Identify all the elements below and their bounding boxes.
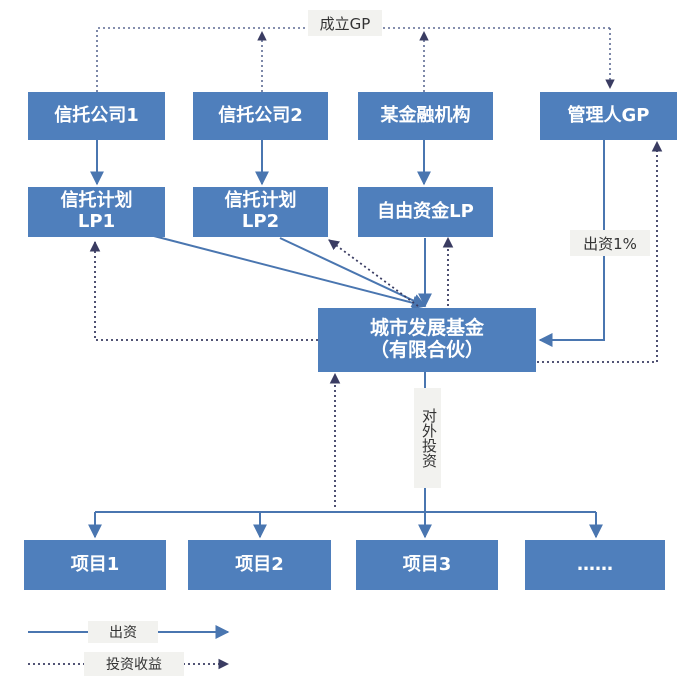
trust-company-2-box: 信托公司2 [193,92,328,140]
fund-name: 城市发展基金 [369,317,484,340]
fund-type: （有限合伙） [369,339,484,361]
trust-plan-lp2-line2: LP2 [241,211,280,232]
project-3-box: 项目3 [356,540,498,590]
external-investment-label: 对外投资 [414,388,441,488]
trust-plan-lp1-line2: LP1 [77,211,116,232]
legend-contribution-label: 出资 [88,621,158,643]
manager-gp-box: 管理人GP [540,92,677,140]
trust-company-1-box: 信托公司1 [28,92,165,140]
trust-plan-lp1-box: 信托计划 LP1 [28,187,165,237]
financial-institution-box: 某金融机构 [358,92,493,140]
trust-plan-lp2-line1: 信托计划 [224,190,297,212]
project-1-box: 项目1 [24,540,166,590]
more-projects-box: …… [525,540,665,590]
project-2-box: 项目2 [188,540,331,590]
city-development-fund-box: 城市发展基金 （有限合伙） [318,308,536,372]
investment-return-links [89,140,663,507]
self-fund-lp-box: 自由资金LP [358,187,493,237]
contribution-1pct-label: 出资1% [570,230,650,256]
establish-gp-links [96,27,615,92]
legend-investment-return-label: 投资收益 [84,652,184,676]
establish-gp-label: 成立GP [308,10,382,36]
trust-plan-lp2-box: 信托计划 LP2 [193,187,328,237]
trust-plan-lp1-line1: 信托计划 [60,190,133,212]
